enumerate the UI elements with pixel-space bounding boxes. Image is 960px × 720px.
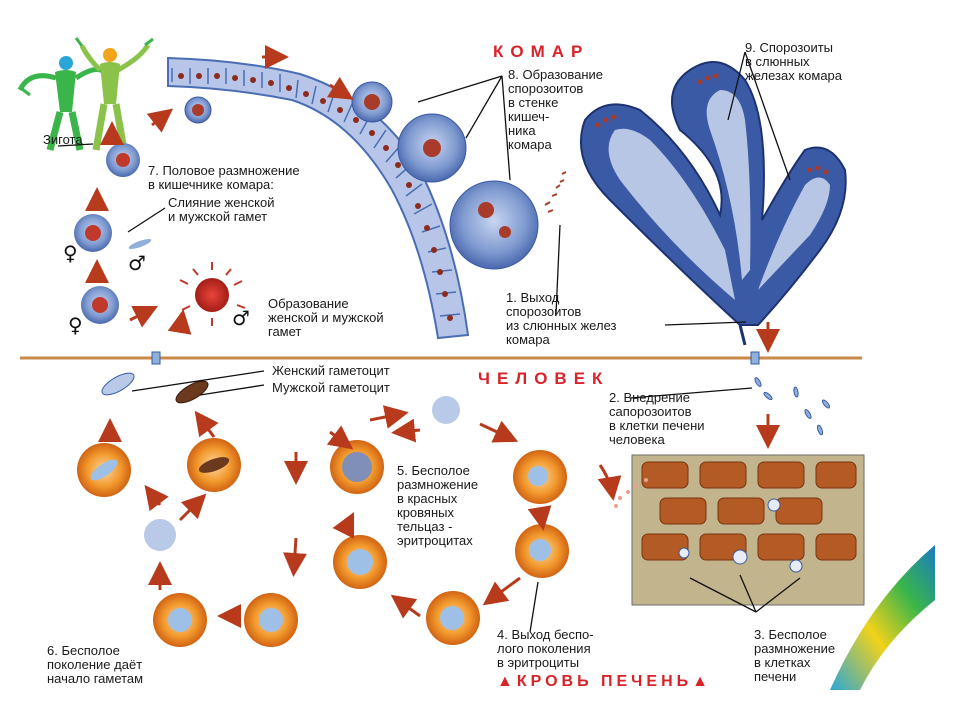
label-stage-3: 3. Бесполое размножение в клетках печени bbox=[754, 627, 836, 684]
label-male-gametocyte: Мужской гаметоцит bbox=[272, 380, 390, 395]
female-symbol-2: ♀ bbox=[68, 313, 83, 337]
liver-tissue bbox=[614, 454, 865, 606]
label-stage-6: 6. Бесполое поколение даёт начало гамета… bbox=[47, 643, 144, 686]
label-stage-1: 1. Выход спорозоитов из слюнных желез ко… bbox=[506, 290, 617, 347]
heading-blood-liver: ▲КРОВЬ ПЕЧЕНЬ▲ bbox=[497, 673, 712, 690]
gametes bbox=[74, 143, 246, 326]
label-zygote: Зигота bbox=[43, 132, 83, 147]
erythrocytes bbox=[77, 438, 569, 647]
heading-human: ЧЕЛОВЕК bbox=[478, 369, 610, 388]
host-divider bbox=[20, 351, 862, 365]
sporozoites-to-liver bbox=[754, 377, 831, 436]
male-symbol: ♂ bbox=[128, 251, 146, 275]
label-stage-9: 9. Спорозоиты в слюнных железах комара bbox=[745, 40, 843, 83]
oocysts bbox=[184, 81, 539, 270]
decorative-logo-figures bbox=[17, 37, 154, 151]
label-female-gametocyte: Женский гаметоцит bbox=[272, 363, 390, 378]
label-stage-2: 2. Внедрение сапорозоитов в клетки печен… bbox=[609, 390, 705, 447]
mosquito-gut-wall bbox=[167, 56, 470, 340]
mosquito-salivary-glands bbox=[579, 61, 847, 346]
released-sporozoites bbox=[544, 171, 567, 213]
label-stage-4: 4. Выход беспо- лого поколения в эритроц… bbox=[497, 627, 594, 670]
pointer-lines bbox=[57, 51, 801, 633]
male-symbol-2: ♂ bbox=[232, 306, 250, 330]
label-stage-5: 5. Бесполое размножение в красных кровян… bbox=[397, 463, 479, 548]
gametocytes bbox=[101, 372, 209, 404]
female-symbol: ♀ bbox=[63, 241, 78, 265]
static-artwork bbox=[17, 37, 935, 690]
label-gamete-fusion: Слияние женской и мужской гамет bbox=[168, 195, 275, 224]
label-stage-8: 8. Образование спорозоитов в стенке кише… bbox=[508, 67, 604, 152]
merozoite-clusters bbox=[144, 396, 460, 551]
decorative-ribbon bbox=[830, 545, 935, 690]
label-stage-7: 7. Половое размножение в кишечнике комар… bbox=[148, 163, 300, 192]
cycle-arrows bbox=[85, 45, 780, 628]
heading-mosquito: КОМАР bbox=[493, 42, 590, 61]
label-gamete-formation: Образование женской и мужской гамет bbox=[268, 296, 384, 339]
